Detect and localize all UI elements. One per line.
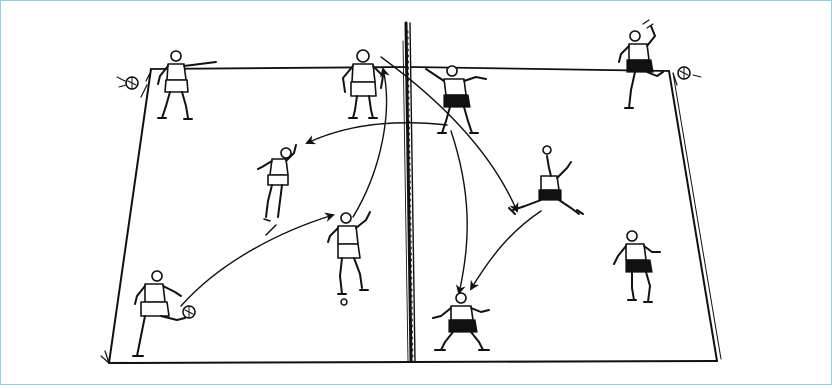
- player-p10: [433, 293, 489, 350]
- player-p5: [133, 271, 185, 356]
- player-p3: [258, 145, 296, 235]
- player-p2: [343, 50, 383, 118]
- ball-left-back: [117, 77, 138, 89]
- ball-right-back: [678, 67, 701, 79]
- player-p4: [328, 212, 370, 305]
- player-p7: [619, 20, 663, 108]
- ball-left-front: [183, 306, 195, 318]
- trajectory-t1: [181, 215, 333, 306]
- player-p9: [614, 231, 660, 302]
- trajectory-t3: [307, 123, 447, 143]
- net: [403, 23, 415, 361]
- player-p1: [158, 51, 216, 119]
- trajectory-t5: [451, 131, 467, 293]
- player-p8: [509, 146, 583, 214]
- trajectory-t6: [471, 211, 541, 289]
- court-right-sideline: [669, 71, 717, 361]
